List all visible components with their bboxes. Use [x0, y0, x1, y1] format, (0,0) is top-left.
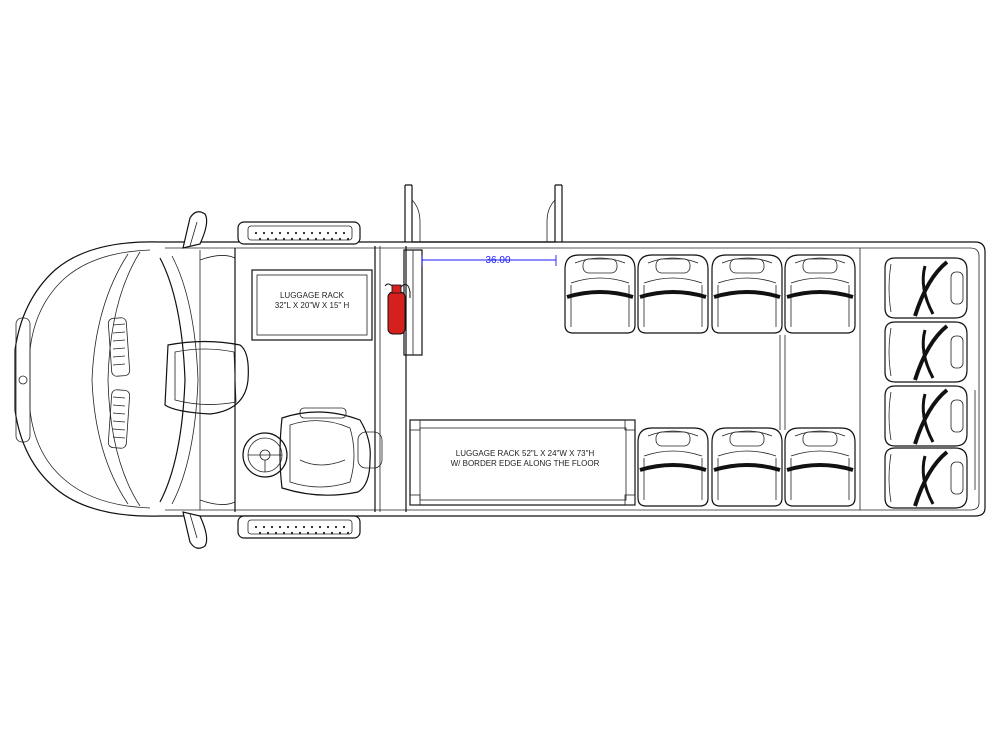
step-tread-dot [346, 237, 350, 241]
step-tread-dot [306, 237, 310, 241]
fire-extinguisher-icon [384, 283, 411, 335]
luggage-rack-rear-line1: LUGGAGE RACK 52"L X 24"W X 73"H [456, 449, 595, 458]
step-tread-dot [338, 237, 342, 241]
step-tread-dot [302, 525, 306, 529]
hood-vent-upper [107, 317, 131, 377]
step-tread-dot [286, 525, 290, 529]
step-tread-dot [278, 525, 282, 529]
step-tread-dot [326, 231, 330, 235]
step-tread-dot [278, 231, 282, 235]
passenger-seat-rear [884, 257, 968, 319]
step-tread-dot [266, 237, 270, 241]
step-tread-dot [334, 231, 338, 235]
step-tread-dot [342, 231, 346, 235]
passenger-seat-rear [884, 385, 968, 447]
side-mirror-left [182, 211, 208, 249]
step-tread-dot [274, 237, 278, 241]
passenger-seat [637, 254, 709, 334]
luggage-rack-rear-line2: W/ BORDER EDGE ALONG THE FLOOR [451, 459, 600, 468]
step-tread-dot [254, 525, 258, 529]
step-tread-dot [330, 237, 334, 241]
step-tread-dot [330, 531, 334, 535]
step-tread-dot [258, 531, 262, 535]
step-tread-dot [298, 531, 302, 535]
aisle-lines [779, 248, 976, 510]
step-tread-dot [322, 237, 326, 241]
step-tread-dot [262, 231, 266, 235]
step-tread-dot [258, 237, 262, 241]
passenger-seat [784, 427, 856, 507]
steering-wheel [242, 432, 288, 478]
step-tread-dot [262, 525, 266, 529]
hood-vent-lower [107, 389, 131, 449]
passenger-seat [564, 254, 636, 334]
step-tread-dot [306, 531, 310, 535]
passenger-seat [711, 254, 783, 334]
step-tread-dot [298, 237, 302, 241]
door-dimension: 36.00 [421, 255, 557, 266]
step-tread-dot [290, 237, 294, 241]
step-tread-dot [314, 237, 318, 241]
step-tread-dot [318, 231, 322, 235]
step-tread-dot [318, 525, 322, 529]
step-tread-dot [302, 231, 306, 235]
step-tread-dot [286, 231, 290, 235]
passenger-seat-rear [884, 321, 968, 383]
step-tread-dot [310, 231, 314, 235]
step-tread-dot [294, 231, 298, 235]
step-tread-dot [338, 531, 342, 535]
luggage-rack-front-title: LUGGAGE RACK [280, 291, 345, 300]
step-tread-dot [290, 531, 294, 535]
step-tread-dot [266, 531, 270, 535]
passenger-seats-rear [884, 257, 968, 509]
step-tread-dot [322, 531, 326, 535]
passenger-seat-rear [884, 447, 968, 509]
luggage-rack-front: LUGGAGE RACK 32"L X 20"W X 15" H [251, 269, 373, 341]
step-tread-dot [342, 525, 346, 529]
step-tread-dot [294, 525, 298, 529]
van-body [14, 241, 986, 517]
door-dimension-value: 36.00 [485, 255, 510, 266]
step-tread-dot [334, 525, 338, 529]
luggage-rack-rear: LUGGAGE RACK 52"L X 24"W X 73"H W/ BORDE… [409, 419, 636, 506]
passenger-seats-forward [564, 254, 856, 507]
step-tread-dot [270, 525, 274, 529]
step-tread-dot [310, 525, 314, 529]
door-frame-top [404, 184, 563, 243]
step-tread-dot [274, 531, 278, 535]
step-tread-dot [346, 531, 350, 535]
step-tread-dot [282, 531, 286, 535]
step-tread-dot [254, 231, 258, 235]
step-tread-dot [270, 231, 274, 235]
luggage-rack-front-dims: 32"L X 20"W X 15" H [275, 301, 350, 310]
door-panel [403, 249, 423, 356]
driver-seat [279, 407, 383, 496]
step-tread-dot [314, 531, 318, 535]
passenger-seat [637, 427, 709, 507]
passenger-seat [711, 427, 783, 507]
step-tread-dot [326, 525, 330, 529]
step-tread-dot [282, 237, 286, 241]
side-mirror-right [182, 511, 208, 549]
passenger-seat [784, 254, 856, 334]
